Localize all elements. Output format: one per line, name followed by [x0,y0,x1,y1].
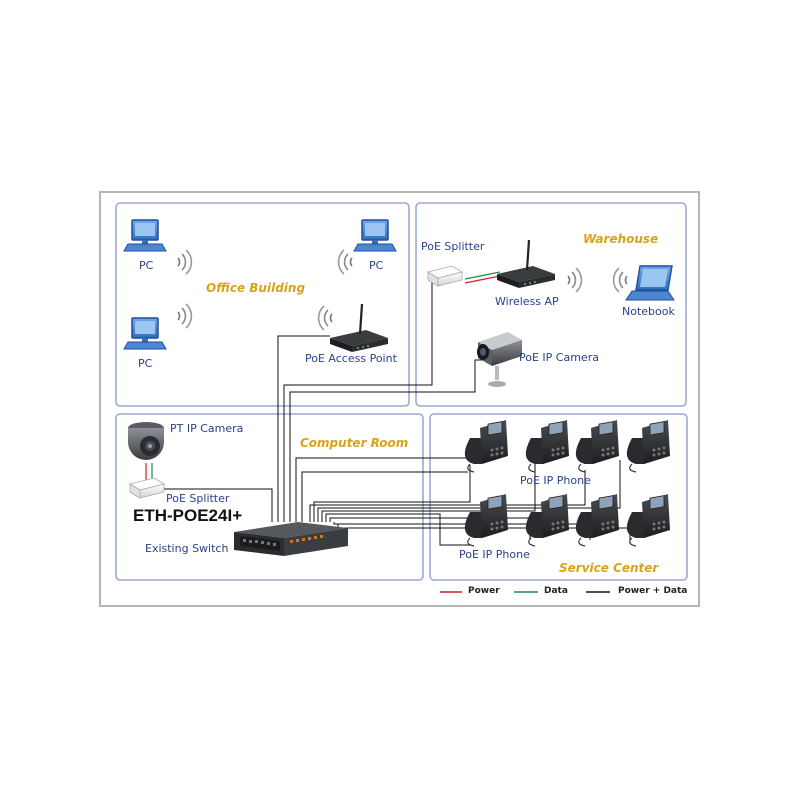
device-model-name: ETH-POE24I+ [133,506,243,525]
poe-ip-camera-label: PoE IP Camera [519,351,599,364]
pt-ip-camera-label: PT IP Camera [170,422,244,435]
pc-label: PC [369,259,384,272]
legend-power-label: Power [468,586,500,596]
poe-ip-phone-label: PoE IP Phone [459,548,530,561]
pc-label: PC [138,357,153,370]
notebook-icon [625,265,675,301]
zone-title-office: Office Building [206,281,306,295]
zone-title-service-center: Service Center [559,561,659,575]
ip-camera-icon [477,332,522,387]
network-switch-icon [234,522,348,556]
data-cable [464,271,501,280]
legend-power-data-label: Power + Data [618,586,688,596]
notebook-label: Notebook [622,305,675,318]
pc-label: PC [139,259,154,272]
zone-title-computer-room: Computer Room [300,436,409,450]
power-cable [464,275,501,284]
poe-ip-phone-label: PoE IP Phone [520,474,591,487]
legend-data-label: Data [544,586,568,596]
pt-ip-camera-icon [128,422,164,460]
wireless-ap-label: Wireless AP [495,295,559,308]
existing-switch-label: Existing Switch [145,542,229,555]
zone-title-warehouse: Warehouse [583,232,659,246]
poe-access-point-label: PoE Access Point [305,352,397,365]
poe-splitter-label: PoE Splitter [421,240,485,253]
poe-splitter-label: PoE Splitter [166,492,230,505]
